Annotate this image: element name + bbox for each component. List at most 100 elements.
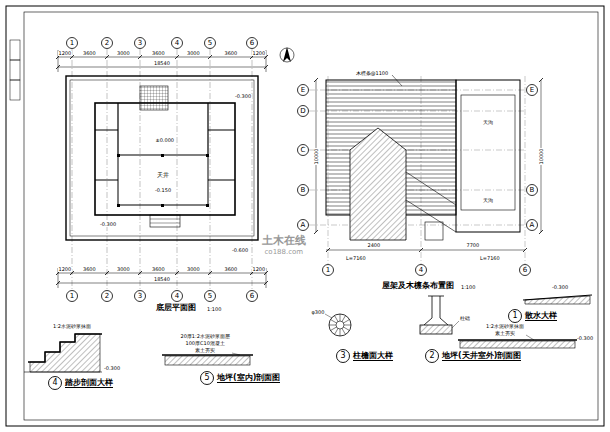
axis-label: 1 bbox=[326, 267, 330, 274]
detail-title: 地坪(天井室外)剖面图 bbox=[442, 351, 521, 361]
axis-bubble: 1 bbox=[66, 290, 78, 302]
annotation: 天沟 bbox=[483, 198, 494, 203]
detail-callout: 2 地坪(天井室外)剖面图 bbox=[425, 349, 521, 363]
callout-number: 2 bbox=[429, 352, 434, 360]
bubble-circle bbox=[247, 291, 258, 302]
axis-bubble: 6 bbox=[246, 290, 258, 302]
axis-bubble: 5 bbox=[204, 37, 216, 49]
annotation: 3600 bbox=[224, 51, 238, 56]
annotation: 天井 bbox=[157, 172, 170, 178]
axis-label: 5 bbox=[208, 40, 212, 47]
axis-bubble: 2 bbox=[101, 290, 113, 302]
roof-opening bbox=[425, 222, 443, 240]
roof-block-inner bbox=[461, 95, 515, 210]
callout-ring bbox=[337, 350, 350, 363]
annotation: 1200 bbox=[58, 267, 72, 272]
callout-number: 5 bbox=[204, 374, 209, 382]
bubble-circle bbox=[67, 38, 78, 49]
annotation: 柱础 bbox=[460, 316, 471, 321]
axis-bubble: C bbox=[297, 144, 309, 156]
annotation: 2400 bbox=[367, 243, 381, 248]
callout-number: 1 bbox=[512, 312, 517, 320]
dimension-line bbox=[316, 75, 541, 250]
sheet-frame bbox=[6, 6, 604, 426]
annotation: 3000 bbox=[187, 51, 201, 56]
scale-note: 1:100 bbox=[461, 285, 476, 290]
apron-finish bbox=[523, 295, 592, 300]
annotation: L=7160 bbox=[480, 256, 501, 261]
axis-line bbox=[72, 49, 252, 290]
axis-label: 3 bbox=[138, 293, 142, 300]
bubble-circle bbox=[172, 38, 183, 49]
axis-label: A bbox=[530, 222, 535, 229]
axis-bubble: 6 bbox=[246, 37, 258, 49]
callout-circle: 4 bbox=[48, 376, 62, 390]
axis-label: B bbox=[530, 187, 535, 194]
title-strip-box bbox=[10, 60, 20, 80]
bubble-circle bbox=[527, 185, 538, 196]
axis-label: A bbox=[301, 222, 306, 229]
gable-roof bbox=[350, 128, 406, 240]
annotation: 3600 bbox=[152, 51, 166, 56]
axis-label: 4 bbox=[419, 267, 423, 274]
north-arrow bbox=[283, 47, 291, 62]
bubble-circle bbox=[298, 85, 309, 96]
detail-callout: 5地坪(室内)剖面图 bbox=[200, 371, 280, 385]
scale-note: 1:100 bbox=[207, 307, 222, 312]
entry-steps bbox=[150, 215, 180, 227]
detail-callout: 1散水大样 bbox=[508, 309, 557, 323]
annotation: 3600 bbox=[83, 51, 97, 56]
axis-bubble: E bbox=[526, 84, 538, 96]
bubble-circle bbox=[247, 38, 258, 49]
axis-bubble: B bbox=[297, 184, 309, 196]
annotation: 天沟 bbox=[483, 120, 494, 125]
floor-slab bbox=[165, 356, 250, 365]
axis-bubble: 3 bbox=[134, 290, 146, 302]
bubble-circle bbox=[298, 185, 309, 196]
callout-ring bbox=[426, 350, 439, 363]
axis-label: 6 bbox=[250, 40, 254, 47]
annotation: 3000 bbox=[117, 267, 131, 272]
stair-finish bbox=[28, 334, 102, 362]
bubble-circle bbox=[205, 38, 216, 49]
annotation: 3600 bbox=[83, 267, 97, 272]
axis-bubble: 4 bbox=[171, 37, 183, 49]
axis-line bbox=[309, 76, 526, 264]
bubble-circle bbox=[323, 265, 334, 276]
callout-circle: 1 bbox=[508, 309, 522, 323]
annotation: -0.300 bbox=[100, 222, 117, 227]
annotation: -0.300 bbox=[577, 336, 594, 341]
paving-finish bbox=[458, 339, 577, 340]
drawing-title: 屋架及木檩条布置图 bbox=[382, 282, 455, 290]
axis-label: 1 bbox=[70, 40, 74, 47]
site-boundary-inner bbox=[70, 80, 254, 236]
annotation: 10000 bbox=[538, 148, 543, 165]
bubble-circle bbox=[416, 265, 427, 276]
column-footing bbox=[420, 325, 452, 334]
annotation: -0.300 bbox=[104, 366, 121, 371]
drawing-title: 底层平面图 bbox=[156, 304, 197, 312]
gable-ground bbox=[350, 128, 406, 240]
axis-label: 2 bbox=[105, 40, 109, 47]
annotation: 木檩条@1100 bbox=[355, 71, 389, 76]
annotation: 10000 bbox=[313, 148, 318, 165]
bubble-circle bbox=[67, 291, 78, 302]
annotation: ±0.000 bbox=[155, 138, 175, 143]
detail-title: 柱檐面大样 bbox=[353, 351, 393, 361]
annotation: 7700 bbox=[466, 243, 480, 248]
annotation: 3000 bbox=[117, 51, 131, 56]
axis-bubble: 4 bbox=[415, 264, 427, 276]
bubble-circle bbox=[298, 220, 309, 231]
stair-section bbox=[30, 334, 100, 372]
paving-grid bbox=[140, 86, 168, 110]
annotation: L=7160 bbox=[346, 256, 367, 261]
annotation: -0.600 bbox=[232, 248, 249, 253]
axis-label: 5 bbox=[208, 293, 212, 300]
callout-circle: 5 bbox=[200, 371, 214, 385]
dimension-tick bbox=[56, 55, 268, 285]
callout-circle: 3 bbox=[336, 349, 350, 363]
courtyard-wall bbox=[118, 155, 208, 205]
annotation: 100厚C10混凝土 bbox=[185, 341, 225, 346]
roof-framing-plan bbox=[309, 75, 543, 264]
